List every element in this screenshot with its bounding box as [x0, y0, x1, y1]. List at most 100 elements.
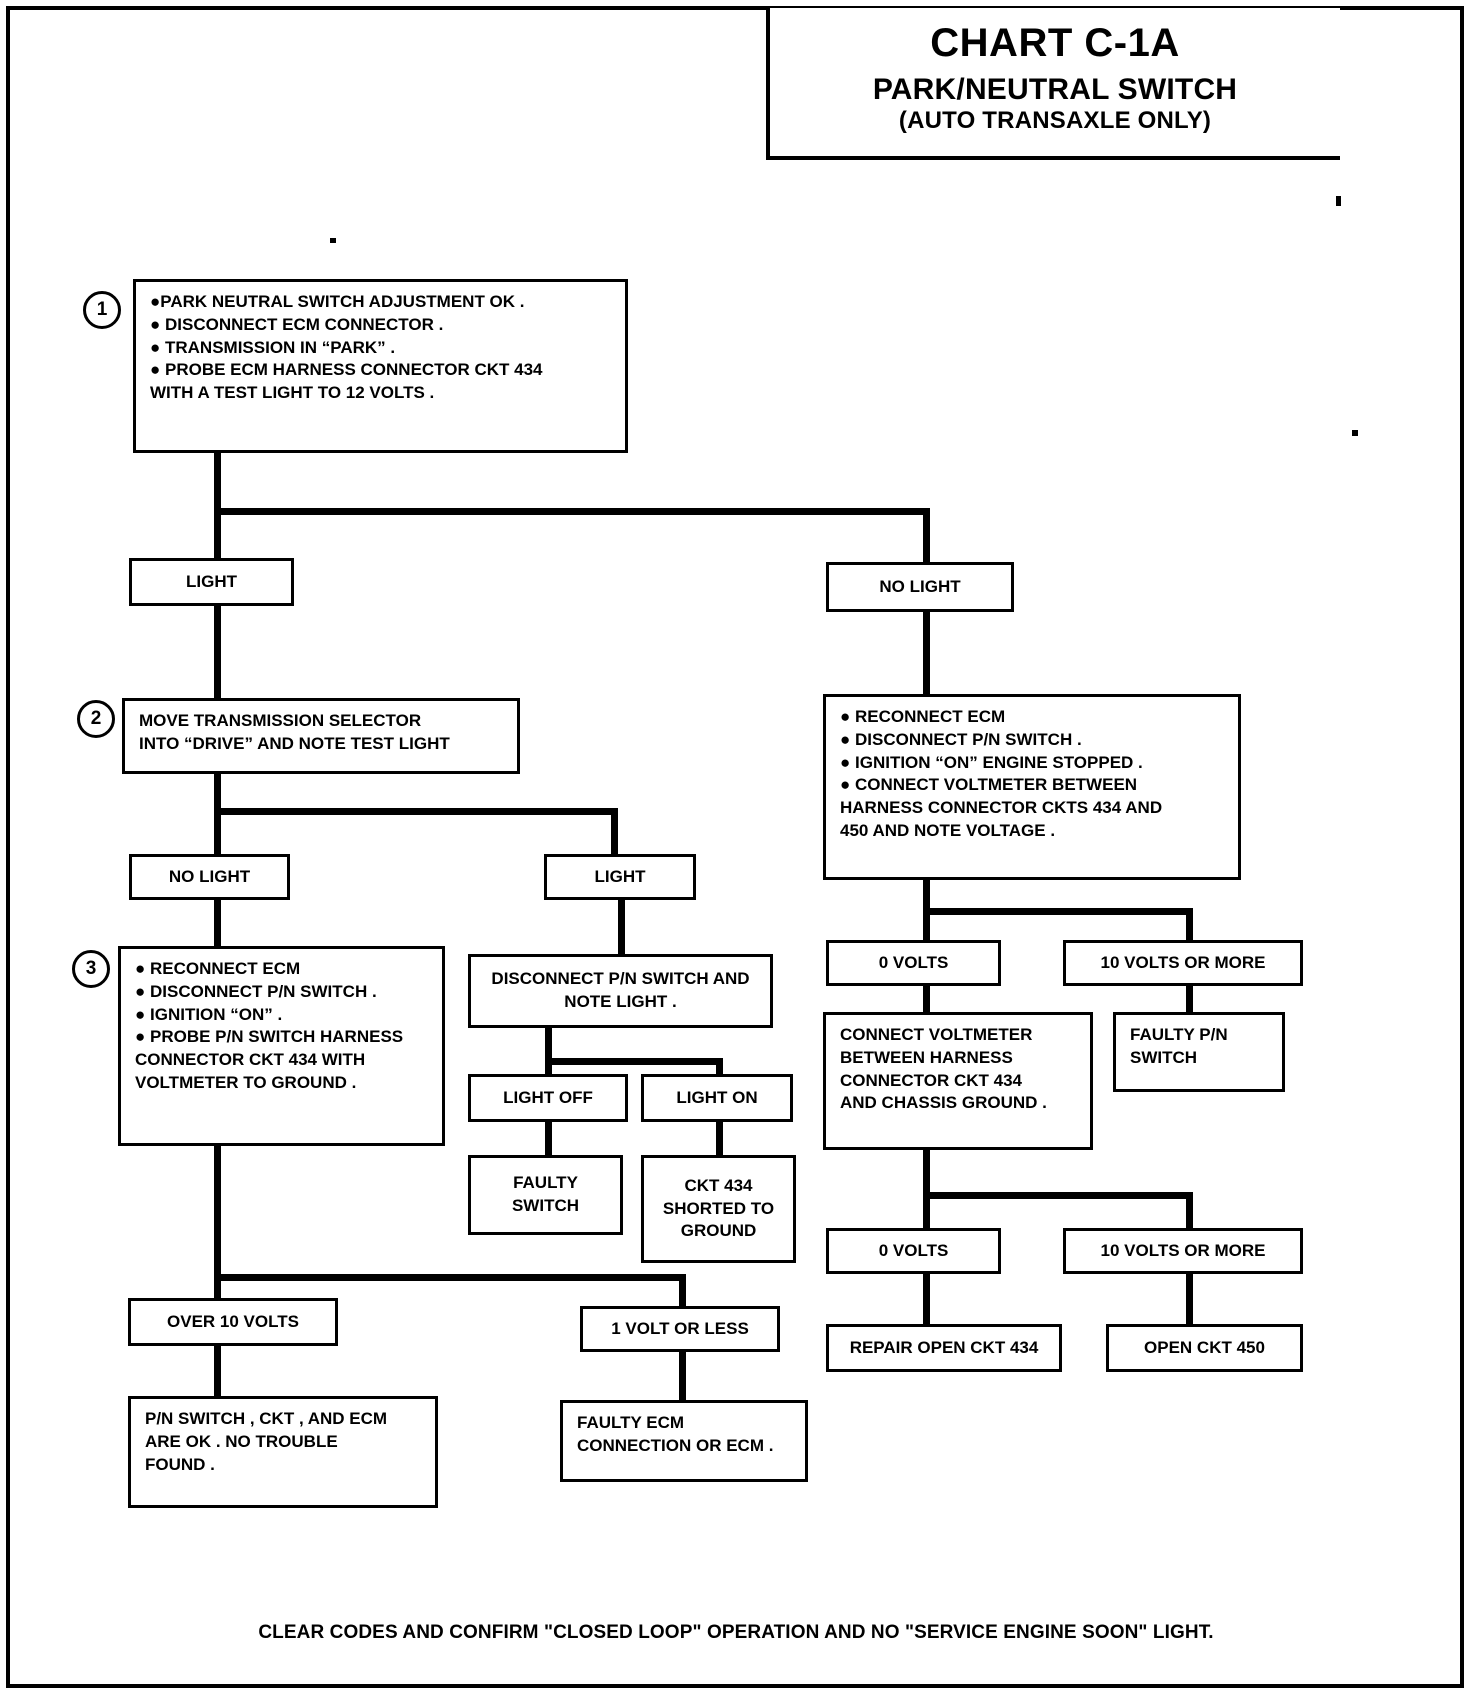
box-open-ckt450: OPEN CKT 450 [1106, 1324, 1303, 1372]
right-reconnect-line-3: ● IGNITION “ON” ENGINE STOPPED . [840, 752, 1143, 772]
step3-line-2: ● DISCONNECT P/N SWITCH . [135, 981, 377, 1001]
box-0-volts-a: 0 VOLTS [826, 940, 1001, 986]
scan-speck-2 [1336, 196, 1341, 206]
right-reconnect-line-4: ● CONNECT VOLTMETER BETWEEN [840, 775, 1138, 795]
box-repair-open-ckt434-label: REPAIR OPEN CKT 434 [849, 1337, 1039, 1357]
box-repair-open-ckt434: REPAIR OPEN CKT 434 [826, 1324, 1062, 1372]
connector-volts-split-b [923, 1192, 1193, 1199]
right-reconnect-line-2: ● DISCONNECT P/N SWITCH . [840, 729, 1082, 749]
step3-line-6: VOLTMETER TO GROUND . [135, 1072, 357, 1092]
step3-line-1: ● RECONNECT ECM [135, 959, 301, 978]
box-light-off: LIGHT OFF [468, 1074, 628, 1122]
faulty-pn-line-1: FAULTY P/N [1130, 1025, 1228, 1044]
box-light-off-label: LIGHT OFF [503, 1087, 593, 1107]
faulty-switch-line-2: SWITCH [511, 1196, 580, 1215]
box-faulty-switch: FAULTY SWITCH [468, 1155, 623, 1235]
page-border [6, 6, 1464, 1688]
box-light-mid: LIGHT [544, 854, 696, 900]
box-disconnect-note-light: DISCONNECT P/N SWITCH AND NOTE LIGHT . [468, 954, 773, 1028]
box-faulty-pn-switch: FAULTY P/N SWITCH [1113, 1012, 1285, 1092]
chassis-line-1: CONNECT VOLTMETER [840, 1025, 1033, 1044]
box-light-left: LIGHT [129, 558, 294, 606]
box-0-volts-b-label: 0 VOLTS [878, 1240, 949, 1260]
connector-step3-split [214, 1274, 686, 1281]
step3-line-3: ● IGNITION “ON” . [135, 1004, 283, 1024]
connector-lightoff-down [545, 1122, 552, 1158]
connector-volts-split-a [923, 908, 1193, 915]
box-1-volt-or-less-label: 1 VOLT OR LESS [611, 1318, 749, 1338]
connector-step2-to-light [611, 808, 618, 856]
connector-0volts-a-down [923, 982, 930, 1014]
connector-chassis-down [923, 1148, 930, 1228]
step1-line-1: ●PARK NEUTRAL SWITCH ADJUSTMENT OK . [150, 292, 525, 311]
step-number-2: 2 [77, 700, 115, 738]
disconnect-note-line-1: DISCONNECT P/N SWITCH AND [491, 969, 750, 989]
box-0-volts-a-label: 0 VOLTS [878, 952, 949, 972]
box-over-10-volts: OVER 10 VOLTS [128, 1298, 338, 1346]
scan-speck-1 [330, 238, 336, 243]
connector-10volts-b-down [1186, 1274, 1193, 1324]
connector-to-no-light [923, 508, 930, 564]
step1-line-2: ● DISCONNECT ECM CONNECTOR . [150, 314, 444, 334]
faulty-ecm-line-1: FAULTY ECM [577, 1413, 685, 1432]
connector-light-to-step2 [214, 604, 221, 700]
connector-to-light-on [716, 1058, 723, 1086]
disconnect-note-line-2: NOTE LIGHT . [564, 992, 677, 1011]
box-connect-voltmeter-chassis: CONNECT VOLTMETER BETWEEN HARNESS CONNEC… [823, 1012, 1093, 1150]
box-open-ckt450-label: OPEN CKT 450 [1144, 1337, 1265, 1357]
box-faulty-ecm: FAULTY ECM CONNECTION OR ECM . [560, 1400, 808, 1482]
connector-lightmid-to-disconnect [618, 898, 625, 956]
box-0-volts-b: 0 VOLTS [826, 1228, 1001, 1274]
step1-line-3: ● TRANSMISSION IN “PARK” . [150, 337, 396, 357]
connector-to-10volts-b [1186, 1192, 1193, 1230]
box-light-left-label: LIGHT [186, 571, 237, 591]
connector-step1-down [214, 452, 221, 514]
chart-subtitle-secondary: (AUTO TRANSAXLE ONLY) [898, 106, 1212, 134]
connector-to-10volts-a [1186, 908, 1193, 946]
connector-split-top [214, 508, 930, 515]
right-reconnect-line-1: ● RECONNECT ECM [840, 707, 1006, 726]
footer-note: CLEAR CODES AND CONFIRM "CLOSED LOOP" OP… [258, 1622, 1214, 1643]
step2-line-1: MOVE TRANSMISSION SELECTOR [139, 711, 422, 730]
faulty-ecm-line-2: CONNECTION OR ECM . [577, 1435, 774, 1455]
step2-line-2: INTO “DRIVE” AND NOTE TEST LIGHT [139, 733, 450, 753]
connector-10volts-a-down [1186, 982, 1193, 1014]
box-step3: ● RECONNECT ECM ● DISCONNECT P/N SWITCH … [118, 946, 445, 1146]
connector-disconnect-down [545, 1028, 552, 1086]
connector-to-1volt [679, 1274, 686, 1310]
chart-subtitle-primary: PARK/NEUTRAL SWITCH [872, 73, 1238, 106]
chassis-line-4: AND CHASSIS GROUND . [840, 1093, 1047, 1113]
scan-speck-3 [1352, 430, 1358, 436]
connector-nolightmid-to-step3 [214, 898, 221, 948]
connector-step2-split [214, 808, 618, 815]
box-10-volts-a-label: 10 VOLTS OR MORE [1100, 952, 1266, 972]
box-no-light-right: NO LIGHT [826, 562, 1014, 612]
box-10-volts-b-label: 10 VOLTS OR MORE [1100, 1240, 1266, 1260]
faulty-pn-line-2: SWITCH [1130, 1047, 1198, 1067]
box-10-volts-b: 10 VOLTS OR MORE [1063, 1228, 1303, 1274]
connector-0volts-b-down [923, 1274, 930, 1324]
box-pn-switch-ok: P/N SWITCH , CKT , AND ECM ARE OK . NO T… [128, 1396, 438, 1508]
box-light-on: LIGHT ON [641, 1074, 793, 1122]
step3-line-5: CONNECTOR CKT 434 WITH [135, 1050, 366, 1070]
connector-lighton-down [716, 1122, 723, 1158]
box-ckt434-shorted-ground: CKT 434 SHORTED TO GROUND [641, 1155, 796, 1263]
title-block: CHART C-1A PARK/NEUTRAL SWITCH (AUTO TRA… [766, 8, 1340, 160]
right-reconnect-line-6: 450 AND NOTE VOLTAGE . [840, 820, 1056, 840]
step-number-3: 3 [72, 950, 110, 988]
box-light-on-label: LIGHT ON [676, 1087, 758, 1107]
chart-id: CHART C-1A [930, 21, 1180, 65]
box-no-light-right-label: NO LIGHT [879, 576, 961, 596]
pn-ok-line-1: P/N SWITCH , CKT , AND ECM [145, 1409, 388, 1428]
box-light-mid-label: LIGHT [594, 866, 646, 886]
step1-line-4: ● PROBE ECM HARNESS CONNECTOR CKT 434 [150, 360, 543, 380]
connector-nolight-to-reconnect [923, 610, 930, 696]
connector-over10-down [214, 1346, 221, 1396]
pn-ok-line-3: FOUND . [145, 1454, 215, 1474]
ckt434-shorted-line-3: GROUND [680, 1221, 757, 1241]
chassis-line-2: BETWEEN HARNESS [840, 1047, 1013, 1067]
box-1-volt-or-less: 1 VOLT OR LESS [580, 1306, 780, 1352]
connector-to-light [214, 508, 221, 560]
step-number-1: 1 [83, 291, 121, 329]
box-right-reconnect: ● RECONNECT ECM ● DISCONNECT P/N SWITCH … [823, 694, 1241, 880]
